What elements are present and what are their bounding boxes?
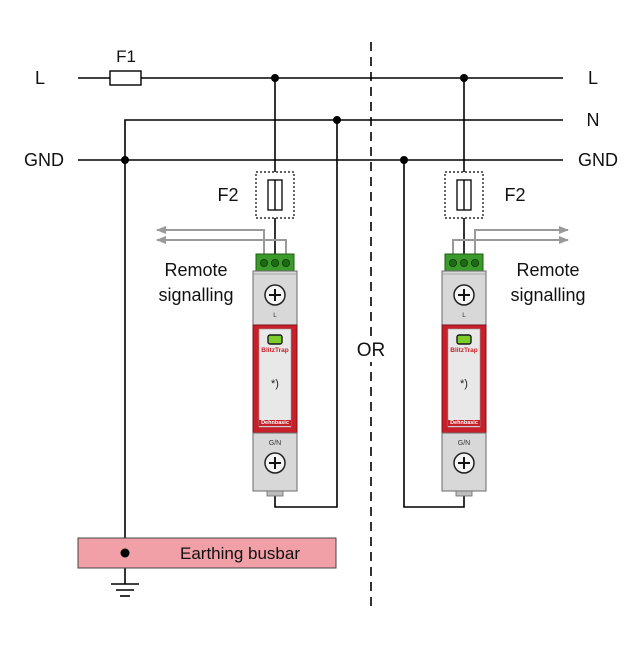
device-left-terminal-bottom: G/N [269, 440, 281, 447]
junctions [121, 74, 468, 164]
remote-left-label-line1: Remote [164, 260, 227, 280]
fuse-f2-left-enclosure [255, 171, 295, 219]
device-left-terminal-top: L [273, 312, 277, 319]
remote-right-label-line2: signalling [510, 285, 585, 305]
or-label: OR [357, 340, 386, 361]
device-right-note: *) [460, 378, 468, 390]
device-left-brand: BlitzTrap [261, 347, 288, 354]
fuse-f1-symbol [109, 70, 142, 86]
remote-signalling-left [156, 226, 287, 254]
busbar-junction-dot [120, 548, 130, 558]
junction-dot [121, 156, 129, 164]
fuse-f2-left-label: F2 [217, 185, 238, 205]
device-left-note: *) [271, 378, 279, 390]
neutral-conductor [124, 119, 563, 555]
device-left-maker: Dehnbasic [261, 420, 289, 426]
device-right-terminal-bottom: G/N [458, 440, 470, 447]
fuse-f2-right-enclosure [444, 171, 484, 219]
device-right-terminal-top: L [462, 312, 466, 319]
junction-dot [460, 74, 468, 82]
earthing-busbar-label: Earthing busbar [180, 544, 300, 563]
or-label-background [353, 336, 389, 362]
junction-dot [400, 156, 408, 164]
label-n-right: N [587, 110, 600, 130]
label-gnd-left: GND [24, 150, 64, 170]
junction-dot [271, 74, 279, 82]
device-right-brand: BlitzTrap [450, 347, 477, 354]
label-l-left: L [35, 68, 45, 88]
junction-dot [333, 116, 341, 124]
device-right-maker: Dehnbasic [450, 420, 478, 426]
remote-signalling-right [452, 226, 569, 254]
right-return-to-ground [403, 160, 465, 508]
left-return-to-neutral [274, 120, 338, 508]
label-l-right: L [588, 68, 598, 88]
fuse-f1-label: F1 [116, 47, 136, 66]
surge-protector-right [441, 253, 487, 497]
main-wiring [78, 77, 563, 597]
remote-left-label-line2: signalling [158, 285, 233, 305]
fuse-f2-right-label: F2 [504, 185, 525, 205]
surge-protector-left [252, 253, 298, 497]
remote-right-label-line1: Remote [516, 260, 579, 280]
label-gnd-right: GND [578, 150, 618, 170]
